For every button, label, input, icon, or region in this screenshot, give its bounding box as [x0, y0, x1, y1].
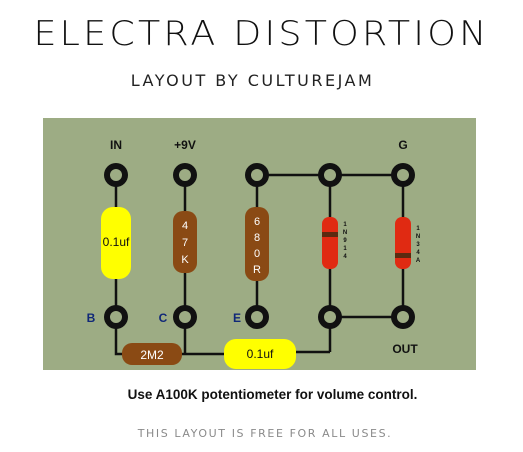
terminal-label-out: OUT	[392, 342, 418, 356]
output-capacitor: 0.1uf	[224, 339, 296, 369]
diode1-char: 4	[343, 254, 347, 260]
output-capacitor-label: 0.1uf	[247, 347, 274, 361]
input-capacitor-label: 0.1uf	[103, 235, 130, 249]
potentiometer-note: Use A100K potentiometer for volume contr…	[127, 387, 418, 402]
pad-base	[104, 305, 128, 329]
pad-ground	[391, 163, 415, 187]
collector-resistor-char: 7	[182, 237, 188, 249]
page-subtitle: LAYOUT BY CULTUREJAM	[130, 71, 375, 90]
pad	[245, 163, 269, 187]
terminal-label-emitter: E	[233, 311, 241, 325]
emitter-resistor-char: 8	[254, 232, 260, 244]
emitter-resistor-char: 0	[254, 248, 260, 260]
terminal-label-in: IN	[110, 138, 122, 152]
diode2-char: A	[416, 258, 421, 264]
pad-in	[104, 163, 128, 187]
diode-1n34a: 1 N 3 4 A	[395, 217, 421, 269]
emitter-resistor-char: R	[253, 264, 261, 276]
diode2-char: 4	[416, 250, 420, 256]
terminal-label-ground: G	[398, 138, 407, 152]
terminal-label-base: B	[87, 311, 96, 325]
pad-9v	[173, 163, 197, 187]
collector-resistor: 4 7 K	[173, 211, 197, 273]
diode1-char: 1	[343, 222, 347, 228]
emitter-resistor-char: 6	[254, 216, 260, 228]
pad	[318, 163, 342, 187]
diode2-char: 3	[416, 242, 420, 248]
diode2-char: N	[416, 234, 420, 240]
diode-1n914: 1 N 9 1 4	[322, 217, 347, 269]
bias-resistor-label: 2M2	[140, 348, 164, 362]
diode1-char: 1	[343, 246, 347, 252]
pad-out	[391, 305, 415, 329]
diode2-char: 1	[416, 226, 420, 232]
pad	[318, 305, 342, 329]
footer-text: THIS LAYOUT IS FREE FOR ALL USES.	[137, 427, 393, 440]
terminal-label-9v: +9V	[174, 138, 196, 152]
emitter-resistor: 6 8 0 R	[245, 207, 269, 281]
diode1-char: 9	[343, 238, 347, 244]
collector-resistor-char: 4	[182, 220, 188, 232]
bias-resistor: 2M2	[122, 343, 182, 365]
pad-emitter	[245, 305, 269, 329]
page-title: ELECTRA DISTORTION	[33, 14, 490, 54]
input-capacitor: 0.1uf	[101, 207, 131, 279]
pad-collector	[173, 305, 197, 329]
collector-resistor-char: K	[181, 254, 189, 266]
terminal-label-collector: C	[159, 311, 168, 325]
pads	[104, 163, 415, 329]
diode1-char: N	[343, 230, 347, 236]
